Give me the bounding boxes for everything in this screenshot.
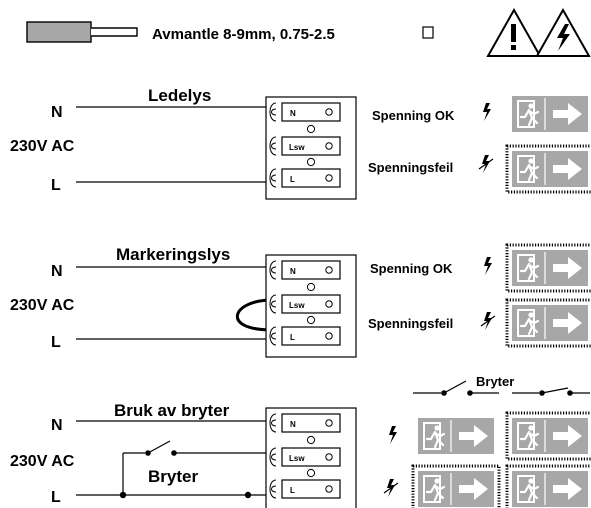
section-title: Bruk av bryter (114, 401, 230, 420)
voltage-ok-icon (389, 426, 397, 444)
terminal-block: N Lsw L (265, 96, 357, 200)
high-voltage-sign-icon (535, 7, 591, 57)
voltage-fault-icon (478, 155, 494, 173)
l-label: L (51, 489, 61, 506)
terminal-n: N (290, 267, 296, 276)
exit-sign-lit (416, 416, 496, 456)
exit-sign-lit (505, 411, 591, 461)
status-ok-label: Spenning OK (372, 108, 455, 123)
terminal-block: N Lsw L (265, 407, 357, 508)
warning-sign-icon (486, 7, 542, 57)
status-fault-label: Spenningsfeil (368, 160, 453, 175)
switch-open-icon (413, 380, 499, 396)
exit-sign-off (411, 464, 501, 508)
strip-spec-text: Avmantle 8-9mm, 0.75-2.5 (152, 26, 335, 43)
n-label: N (51, 104, 63, 121)
exit-sign-lit (505, 298, 591, 348)
cable-sheath-icon (26, 21, 92, 43)
voltage-ok-icon (483, 103, 491, 121)
terminal-block: N Lsw L (265, 254, 357, 358)
n-label: N (51, 263, 63, 280)
cable-conductor-icon (91, 27, 138, 37)
status-ok-label: Spenning OK (370, 261, 453, 276)
voltage-label: 230V AC (10, 297, 75, 314)
section-title: Ledelys (148, 86, 211, 105)
voltage-ok-icon (484, 257, 492, 275)
voltage-fault-icon (383, 479, 399, 497)
n-label: N (51, 417, 63, 434)
terminal-lsw: Lsw (289, 143, 305, 152)
l-label: L (51, 177, 61, 194)
terminal-l: L (290, 175, 295, 184)
section-markeringslys: Markeringslys N 230V AC L N Lsw L Spenni… (10, 243, 591, 358)
exit-sign-off (505, 144, 591, 194)
switch-closed-icon (512, 387, 590, 396)
wall-switch (119, 440, 270, 499)
voltage-label: 230V AC (10, 453, 75, 470)
section-bruk-av-bryter: Bruk av bryter N 230V AC L Bryter N Lsw … (10, 374, 591, 508)
switch-label: Bryter (148, 467, 198, 486)
square-symbol-icon (422, 26, 434, 39)
voltage-label: 230V AC (10, 138, 75, 155)
terminal-n: N (290, 109, 296, 118)
terminal-lsw: Lsw (289, 454, 305, 463)
terminal-lsw: Lsw (289, 301, 305, 310)
exit-sign-lit (505, 243, 591, 293)
header: Avmantle 8-9mm, 0.75-2.5 (26, 7, 591, 57)
section-title: Markeringslys (116, 245, 230, 264)
voltage-fault-icon (480, 312, 496, 330)
l-label: L (51, 334, 61, 351)
status-fault-label: Spenningsfeil (368, 316, 453, 331)
exit-sign-off (505, 464, 591, 508)
section-ledelys: Ledelys N 230V AC L N Lsw L Spenning OK … (10, 86, 591, 200)
terminal-l: L (290, 486, 295, 495)
jumper-wire (236, 298, 273, 332)
terminal-l: L (290, 333, 295, 342)
switch-header-label: Bryter (476, 374, 514, 389)
terminal-n: N (290, 420, 296, 429)
exit-sign-lit (510, 94, 590, 134)
